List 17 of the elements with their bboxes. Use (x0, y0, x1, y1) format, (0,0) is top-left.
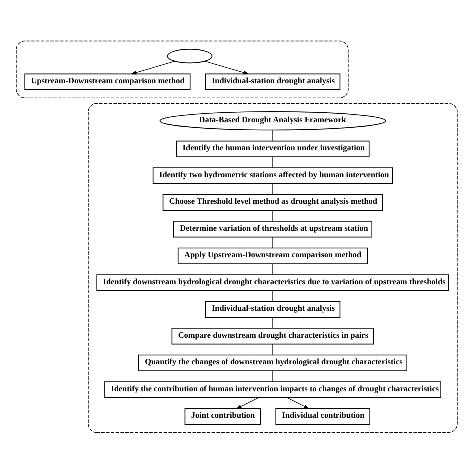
cluster (16, 40, 349, 98)
connector (272, 183, 274, 195)
arrow (204, 61, 250, 75)
connector (272, 317, 274, 329)
connector (272, 344, 274, 356)
connector (272, 130, 274, 142)
connector (272, 370, 274, 382)
connector (272, 290, 274, 302)
cluster (88, 103, 458, 434)
connector (272, 264, 274, 276)
arrow (131, 61, 176, 75)
connector (272, 210, 274, 222)
node-ellipse (167, 49, 213, 64)
arrow (236, 397, 260, 410)
connector (272, 156, 274, 168)
connector (272, 236, 274, 248)
arrow (286, 397, 310, 410)
